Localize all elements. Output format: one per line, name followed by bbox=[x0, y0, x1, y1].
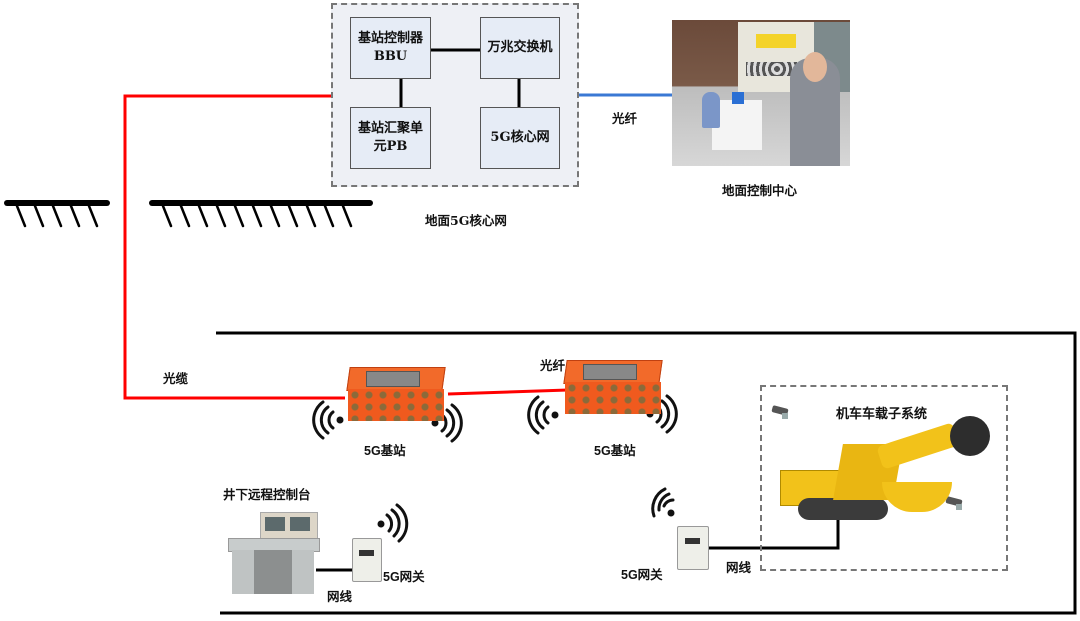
fiber-underground-label: 光纤 bbox=[540, 358, 566, 373]
core-network-group: 基站控制器 BBU 万兆交换机 基站汇聚单 元PB 5G核心网 bbox=[331, 3, 579, 187]
tunnel-outline bbox=[216, 331, 1077, 615]
control-center-photo bbox=[672, 20, 850, 166]
base-station-2-label: 5G基站 bbox=[594, 444, 636, 458]
base-station-1[interactable] bbox=[340, 367, 450, 427]
node-5g-core[interactable]: 5G核心网 bbox=[480, 107, 560, 169]
network-cable-right-label: 网线 bbox=[726, 560, 752, 575]
node-bbu-label: 基站控制器 bbox=[357, 31, 423, 46]
gateway-left-label: 5G网关 bbox=[383, 570, 425, 584]
node-pb-sublabel: 元PB bbox=[373, 139, 408, 154]
gateway-right-label: 5G网关 bbox=[621, 568, 663, 582]
wifi-icon bbox=[312, 400, 344, 440]
camera-icon bbox=[945, 496, 966, 510]
node-5g-core-label: 5G核心网 bbox=[490, 130, 550, 145]
core-internal-links bbox=[399, 48, 521, 107]
desk bbox=[712, 100, 762, 150]
base-station-2[interactable] bbox=[557, 360, 667, 420]
fiber-cable-label: 光缆 bbox=[163, 371, 189, 386]
ground-symbol-right bbox=[149, 200, 373, 228]
underground-console[interactable] bbox=[228, 512, 320, 594]
ground-symbol-left bbox=[4, 200, 110, 228]
node-bbu[interactable]: 基站控制器 BBU bbox=[350, 17, 431, 79]
network-cable-right bbox=[707, 516, 840, 550]
gateway-right[interactable] bbox=[677, 526, 709, 570]
base-station-1-label: 5G基站 bbox=[364, 444, 406, 458]
fiber-cable-line bbox=[123, 94, 345, 400]
operator bbox=[702, 92, 720, 128]
roadheader-machine[interactable] bbox=[778, 416, 998, 530]
surface-core-title: 地面5G核心网 bbox=[425, 213, 507, 228]
fiber-surface-label: 光纤 bbox=[612, 111, 638, 126]
vehicle-subsystem-group bbox=[760, 385, 1008, 571]
wifi-icon bbox=[527, 395, 559, 435]
node-switch-label: 万兆交换机 bbox=[487, 40, 553, 55]
camera-icon bbox=[771, 405, 792, 419]
node-pb-label: 基站汇聚单 bbox=[357, 121, 423, 136]
presenter bbox=[790, 52, 840, 166]
vehicle-subsystem-label: 机车车载子系统 bbox=[836, 407, 928, 422]
node-pb[interactable]: 基站汇聚单 元PB bbox=[350, 107, 431, 169]
node-switch[interactable]: 万兆交换机 bbox=[480, 17, 560, 79]
control-center-label: 地面控制中心 bbox=[722, 183, 798, 198]
network-cable-left-label: 网线 bbox=[327, 589, 353, 604]
monitor bbox=[732, 92, 744, 104]
gateway-left[interactable] bbox=[352, 538, 382, 582]
wifi-icon bbox=[651, 487, 675, 518]
node-bbu-sublabel: BBU bbox=[373, 49, 408, 64]
wifi-icon bbox=[377, 503, 409, 543]
underground-console-label: 井下远程控制台 bbox=[223, 487, 311, 502]
